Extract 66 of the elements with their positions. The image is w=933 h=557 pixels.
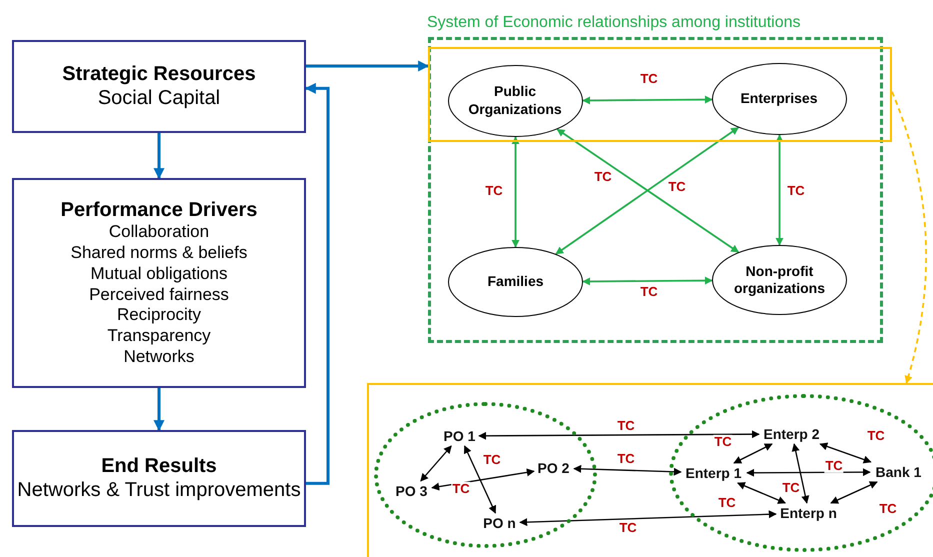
edge-label: TC	[482, 452, 502, 468]
list-item: Collaboration	[108, 222, 210, 244]
arrow	[733, 443, 773, 464]
edge-label: TC	[484, 184, 504, 198]
edge-label: TC	[593, 170, 613, 184]
list-item: Mutual obligations	[90, 264, 228, 285]
node-label: Bank 1	[870, 462, 928, 482]
edge-label: TC	[616, 418, 636, 434]
edge-label: TC	[618, 520, 638, 536]
arrow	[582, 276, 713, 286]
process-box	[12, 430, 306, 527]
node-label: PO n	[480, 512, 520, 532]
group-title: System of Economic relationships among institutions	[427, 14, 801, 32]
arrow	[154, 388, 164, 432]
arrow	[464, 445, 496, 514]
edge-label: TC	[781, 480, 801, 496]
arrow	[573, 464, 682, 476]
box-text: Social Capital	[98, 86, 220, 111]
entity-name: Enterprises	[739, 90, 819, 108]
arrow	[431, 468, 535, 491]
list-item: Shared norms & beliefs	[70, 243, 248, 264]
edge-label: TC	[786, 184, 806, 198]
arrow	[830, 481, 878, 504]
edge-label: TC	[713, 434, 733, 450]
arrow	[582, 96, 713, 104]
node-label: PO 2	[534, 458, 574, 478]
edge-label: TC	[616, 452, 636, 466]
arrow	[776, 134, 784, 246]
arrow	[891, 91, 927, 384]
arrow	[306, 60, 430, 72]
box-title: Strategic Resources	[62, 62, 256, 86]
edge-label: TC	[667, 180, 687, 194]
edge-label: TC	[824, 458, 844, 474]
arrow	[304, 82, 330, 485]
list-item: Networks	[124, 346, 194, 368]
box-text: Networks & Trust improvements	[17, 478, 301, 503]
arrow	[792, 443, 810, 504]
list-item: Perceived fairness	[89, 284, 229, 306]
arrow	[154, 133, 164, 180]
arrow	[746, 468, 871, 477]
box-title: End Results	[101, 454, 217, 478]
entity-name: Families	[486, 273, 545, 291]
arrow	[519, 510, 777, 526]
node-label: Enterp 2	[758, 424, 824, 444]
process-box	[12, 178, 306, 388]
box-title: Performance Drivers	[60, 198, 258, 222]
arrow	[478, 430, 760, 440]
edge-label: TC	[878, 502, 898, 516]
node-label: PO 1	[440, 426, 478, 446]
edge-label: TC	[639, 284, 659, 300]
edge-label: TC	[717, 496, 737, 510]
process-box	[12, 40, 306, 133]
arrow	[819, 442, 872, 464]
arrow	[512, 136, 520, 248]
node-label: Enterp n	[776, 502, 842, 522]
entity-name: Public Organizations	[467, 83, 563, 118]
list-item: Transparency	[107, 326, 211, 347]
edge-label: TC	[451, 482, 471, 496]
arrow	[737, 482, 786, 504]
edge-label: TC	[639, 72, 659, 86]
arrow	[420, 445, 452, 482]
entity-name: Non-profit organizations	[732, 262, 826, 298]
list-item: Reciprocity	[116, 305, 202, 326]
node-label: PO 3	[392, 480, 432, 500]
edge-label: TC	[866, 428, 886, 444]
node-label: Enterp 1	[680, 462, 746, 482]
